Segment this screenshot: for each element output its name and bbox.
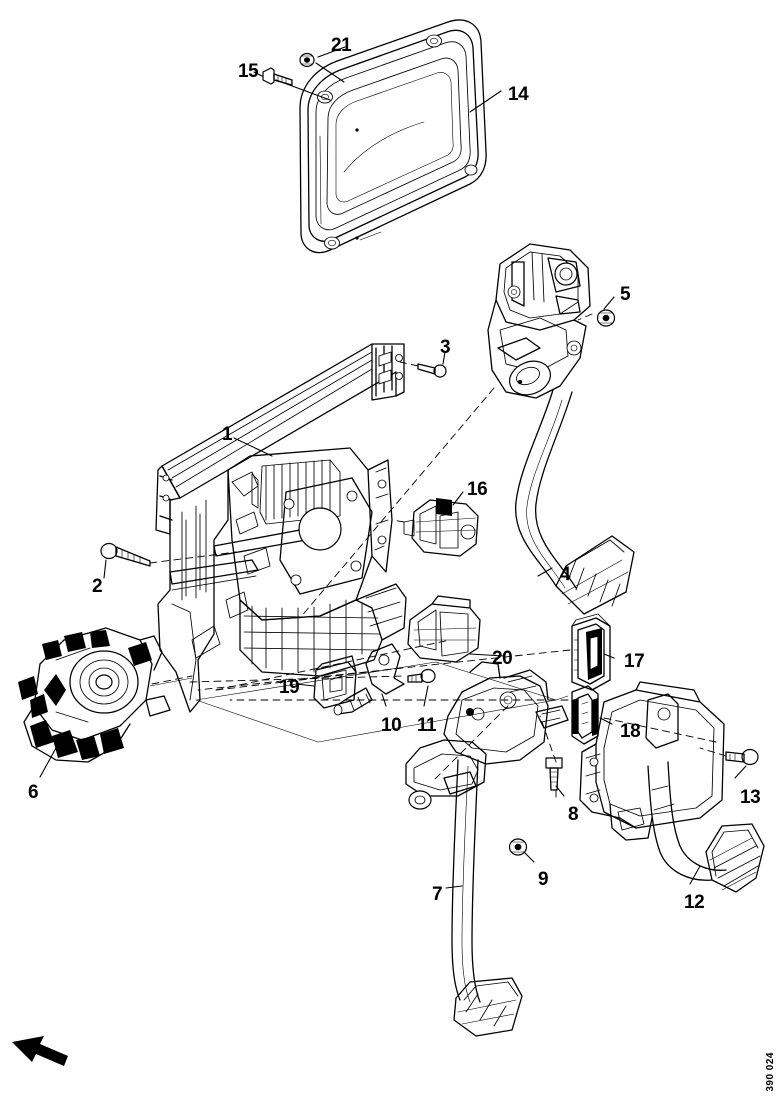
callout-4[interactable]: 4 xyxy=(560,564,571,585)
callout-12[interactable]: 12 xyxy=(684,892,705,913)
part-16-stop-light-switch xyxy=(403,498,479,557)
callout-18[interactable]: 18 xyxy=(620,721,641,742)
callout-6[interactable]: 6 xyxy=(28,782,39,803)
callout-11[interactable]: 11 xyxy=(417,715,437,736)
callout-8[interactable]: 8 xyxy=(568,804,579,825)
part-18-clip-rail xyxy=(571,685,599,745)
part-14-cover-seal xyxy=(299,19,487,254)
callout-20[interactable]: 20 xyxy=(492,648,513,669)
part-5-nut xyxy=(596,309,616,327)
callout-19[interactable]: 19 xyxy=(279,677,300,698)
part-8-bolt xyxy=(545,757,563,791)
callout-1[interactable]: 1 xyxy=(222,424,233,445)
part-1-pedal-support-bracket xyxy=(155,343,407,713)
part-6-brake-booster xyxy=(18,627,171,763)
leader-lines xyxy=(39,46,747,889)
part-12-accelerator-pedal xyxy=(579,681,765,893)
part-2-bolt xyxy=(100,542,151,567)
part-17-control-module xyxy=(571,613,611,691)
callout-13[interactable]: 13 xyxy=(740,787,761,808)
part-11-bolt xyxy=(407,668,436,684)
callout-17[interactable]: 17 xyxy=(624,651,645,672)
assembly-alignment-lines xyxy=(149,313,727,803)
callout-21[interactable]: 21 xyxy=(331,35,352,56)
callout-5[interactable]: 5 xyxy=(620,284,631,305)
part-15-screw xyxy=(262,67,293,86)
perspective-guides xyxy=(149,661,569,743)
callout-9[interactable]: 9 xyxy=(538,869,549,890)
callout-2[interactable]: 2 xyxy=(92,576,103,597)
callout-3[interactable]: 3 xyxy=(440,337,451,358)
callout-15[interactable]: 15 xyxy=(238,61,259,82)
part-20-clutch-pedal-bracket xyxy=(407,595,481,663)
direction-of-travel-arrow xyxy=(12,1036,68,1066)
part-4-brake-pedal xyxy=(487,243,635,615)
part-3-bolt xyxy=(417,363,447,378)
part-13-bolt xyxy=(725,748,759,766)
part-21-nut xyxy=(299,52,315,68)
part-9-nut xyxy=(508,838,528,856)
part-10-pushrod-clevis xyxy=(333,643,405,716)
callout-14[interactable]: 14 xyxy=(508,84,529,105)
callout-10[interactable]: 10 xyxy=(381,715,402,736)
callout-7[interactable]: 7 xyxy=(432,884,443,905)
callout-16[interactable]: 16 xyxy=(467,479,488,500)
figure-id-label: 390 024 xyxy=(765,1052,776,1092)
part-7-clutch-pedal xyxy=(405,661,569,1037)
